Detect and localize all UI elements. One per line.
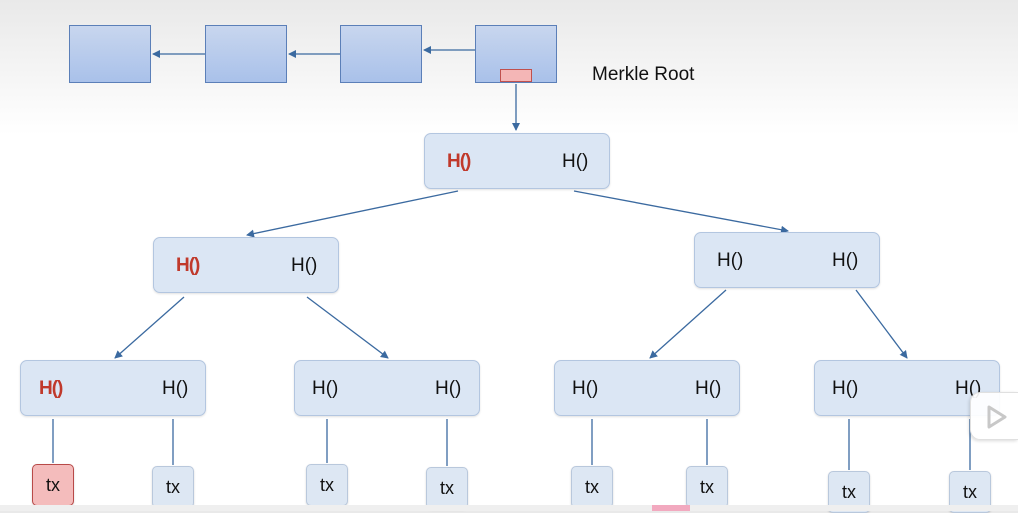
tree-edge bbox=[573, 190, 789, 234]
hash-left: H() bbox=[572, 378, 599, 399]
video-progress-strip[interactable] bbox=[0, 505, 1018, 511]
play-icon bbox=[987, 405, 1007, 429]
hash-node-l2: H() H() bbox=[554, 360, 740, 416]
hash-node-l2: H() H() bbox=[20, 360, 206, 416]
merkle-root-field bbox=[500, 69, 532, 82]
hash-left: H() bbox=[832, 378, 859, 399]
hash-left: H() bbox=[717, 250, 744, 271]
tree-edge bbox=[649, 289, 727, 359]
hash-right: H() bbox=[832, 250, 859, 271]
tree-edge bbox=[114, 296, 185, 359]
tx-box: tx bbox=[426, 467, 468, 509]
tree-edge bbox=[306, 296, 389, 359]
hash-right: H() bbox=[162, 378, 189, 399]
block bbox=[69, 25, 151, 83]
merkle-root-label: Merkle Root bbox=[592, 64, 695, 85]
tree-edge bbox=[855, 289, 908, 359]
tx-box: tx bbox=[571, 466, 613, 508]
tx-box: tx bbox=[32, 464, 74, 506]
block bbox=[205, 25, 287, 83]
hash-right: H() bbox=[291, 255, 318, 276]
tree-edge bbox=[246, 190, 459, 238]
hash-right: H() bbox=[695, 378, 722, 399]
hash-node-l1: H() H() bbox=[694, 232, 880, 288]
tx-box: tx bbox=[152, 466, 194, 508]
hash-node-l1: H() H() bbox=[153, 237, 339, 293]
progress-accent bbox=[652, 505, 690, 511]
hash-right: H() bbox=[562, 151, 589, 172]
hash-left: H() bbox=[447, 151, 471, 172]
block bbox=[340, 25, 422, 83]
hash-left: H() bbox=[312, 378, 339, 399]
merkle-root-node: H() H() bbox=[424, 133, 610, 189]
hash-node-l2: H() H() bbox=[814, 360, 1000, 416]
play-button[interactable] bbox=[970, 392, 1018, 440]
hash-left: H() bbox=[39, 378, 63, 399]
tx-box: tx bbox=[686, 466, 728, 508]
hash-left: H() bbox=[176, 255, 200, 276]
hash-right: H() bbox=[435, 378, 462, 399]
hash-node-l2: H() H() bbox=[294, 360, 480, 416]
tx-box: tx bbox=[306, 464, 348, 506]
